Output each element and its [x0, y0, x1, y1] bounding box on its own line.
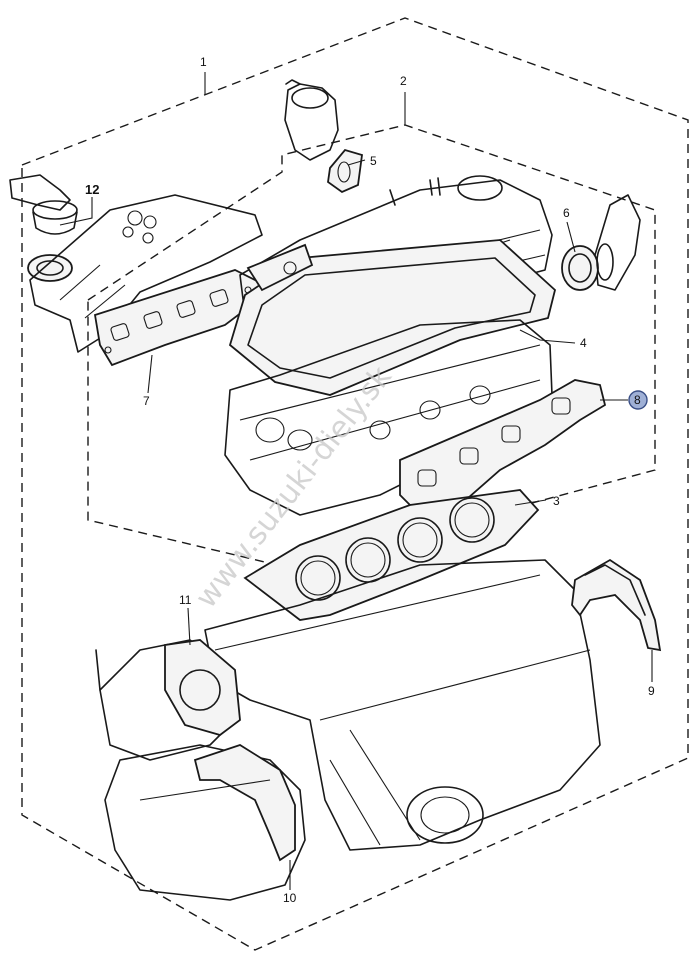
- callout-9[interactable]: 9: [648, 684, 655, 698]
- callout-1[interactable]: 1: [200, 55, 207, 69]
- callout-10[interactable]: 10: [283, 891, 297, 905]
- thermostat-housing: [9, 174, 78, 282]
- callout-3[interactable]: 3: [553, 494, 560, 508]
- intake-manifold: [29, 194, 263, 353]
- oil-pump-case: [104, 744, 306, 901]
- callout-2[interactable]: 2: [400, 74, 407, 88]
- kit-boundary-inner: [87, 124, 656, 569]
- kit-boundary-outer: [21, 17, 689, 951]
- leader-lines: [59, 72, 653, 890]
- callout-4[interactable]: 4: [580, 336, 587, 350]
- rear-seal-gasket: [571, 558, 662, 652]
- callout-6[interactable]: 6: [563, 206, 570, 220]
- water-pump: [95, 639, 241, 761]
- fuel-pump: [284, 79, 339, 161]
- oil-seal: [561, 194, 641, 291]
- intake-manifold-gasket: [93, 269, 267, 367]
- callout-12[interactable]: 12: [85, 182, 99, 197]
- callout-7[interactable]: 7: [143, 394, 150, 408]
- callout-5[interactable]: 5: [370, 154, 377, 168]
- fuel-pump-gasket: [327, 148, 363, 194]
- cylinder-head-gasket: [243, 489, 540, 621]
- callout-8[interactable]: 8: [634, 393, 641, 407]
- engine-block: [204, 559, 601, 851]
- valve-cover-gasket: [228, 239, 557, 396]
- callout-8-highlight: [628, 390, 648, 410]
- callout-11[interactable]: 11: [179, 593, 192, 607]
